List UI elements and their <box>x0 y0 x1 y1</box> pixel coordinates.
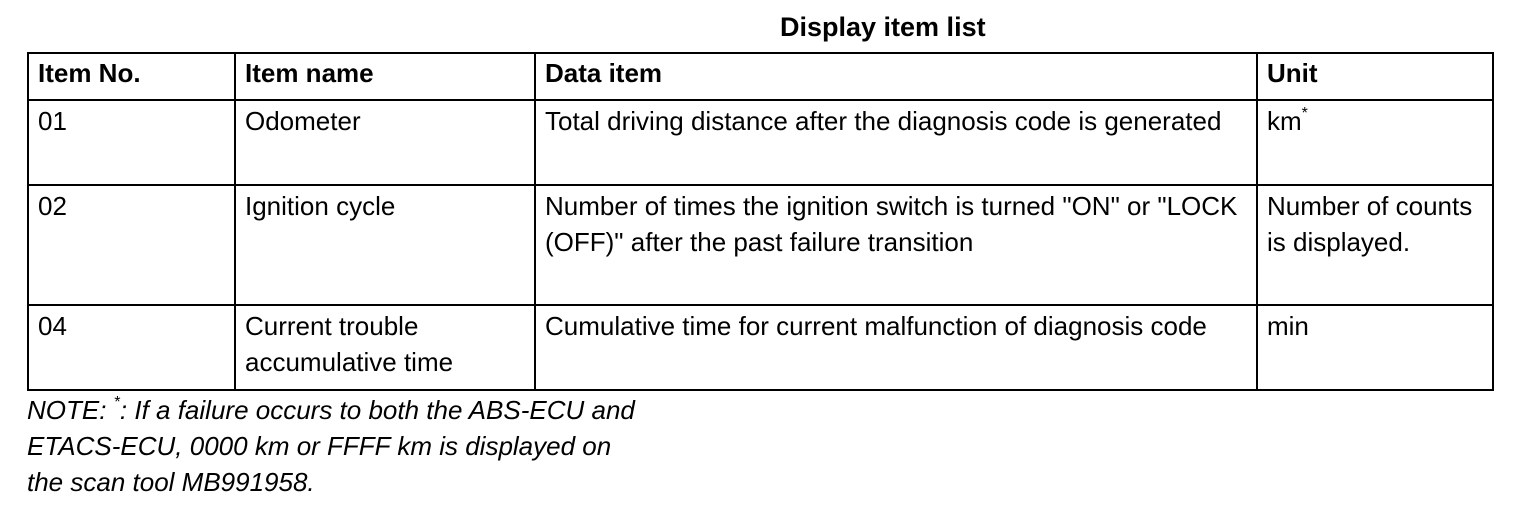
table-row: 04 Current trouble accumulative time Cum… <box>27 304 1494 391</box>
footnote-line: the scan tool MB991958. <box>27 467 315 497</box>
cell-item-no: 01 <box>27 99 236 186</box>
cell-item-no: 02 <box>27 184 236 306</box>
table-row: 02 Ignition cycle Number of times the ig… <box>27 184 1494 306</box>
cell-data-item: Number of times the ignition switch is t… <box>534 184 1258 306</box>
cell-unit: km* <box>1256 99 1494 186</box>
header-unit: Unit <box>1256 52 1494 101</box>
unit-footnote-mark: * <box>1301 105 1308 122</box>
cell-item-name: Current trouble accumulative time <box>234 304 536 391</box>
header-item-name: Item name <box>234 52 536 101</box>
table-row: 01 Odometer Total driving distance after… <box>27 99 1494 186</box>
cell-data-item: Total driving distance after the diagnos… <box>534 99 1258 186</box>
cell-unit: Number of counts is displayed. <box>1256 184 1494 306</box>
note-text: : If a failure occurs to both the ABS-EC… <box>119 395 635 425</box>
footnote-line: ETACS-ECU, 0000 km or FFFF km is display… <box>27 431 612 461</box>
display-item-table: Item No. Item name Data item Unit 01 Odo… <box>27 52 1494 391</box>
footnote-line: NOTE: *: If a failure occurs to both the… <box>27 392 787 428</box>
note-mark: * <box>113 394 120 411</box>
cell-data-item: Cumulative time for current malfunction … <box>534 304 1258 391</box>
header-data-item: Data item <box>534 52 1258 101</box>
cell-unit: min <box>1256 304 1494 391</box>
table-title: Display item list <box>780 12 986 42</box>
unit-text: km <box>1267 106 1302 136</box>
header-item-no: Item No. <box>27 52 236 101</box>
footnote: NOTE: *: If a failure occurs to both the… <box>27 392 787 500</box>
table-header-row: Item No. Item name Data item Unit <box>27 52 1494 101</box>
note-prefix: NOTE: <box>27 395 114 425</box>
cell-item-name: Odometer <box>234 99 536 186</box>
cell-item-no: 04 <box>27 304 236 391</box>
cell-item-name: Ignition cycle <box>234 184 536 306</box>
